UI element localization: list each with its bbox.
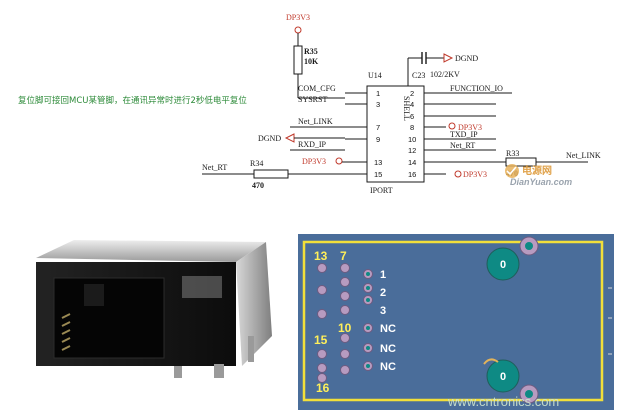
u14-left-pins: 1 3 7 9 13 15 xyxy=(345,89,382,179)
net-sysrst: SYSRST xyxy=(298,95,327,104)
pad-holes xyxy=(366,272,370,368)
dianyuan-watermark: 电源网 DianYuan.com xyxy=(505,164,572,187)
pcb-footprint: 13 7 10 15 16 1 2 3 NC NC NC 0 xyxy=(298,234,614,410)
board-outline xyxy=(302,240,604,402)
u14-ref: U14 xyxy=(368,71,382,80)
dp3v3-left-label: DP3V3 xyxy=(302,157,326,166)
mount-via-bottom xyxy=(519,384,539,404)
resistor-r35 xyxy=(293,45,303,75)
resistor-r34 xyxy=(253,169,289,179)
pin-label-nc1: NC xyxy=(380,323,396,335)
power-port-symbol xyxy=(294,26,302,34)
pcb-pads xyxy=(317,263,373,383)
schematic-diagram: 复位脚可接回MCU某管脚，在通讯异常时进行2秒低电平复位 DP3V3 R35 1… xyxy=(18,13,601,195)
pin-number: 8 xyxy=(410,123,414,132)
mount-legs xyxy=(174,336,254,378)
c23-ref: C23 xyxy=(412,71,425,80)
net-rxd-ip: RXD_IP xyxy=(298,140,327,149)
r34-ref: R34 xyxy=(250,159,263,168)
mount-hole-top: 0 xyxy=(486,247,520,281)
mount-hole-mark: 0 xyxy=(500,259,506,271)
dgnd-top-label: DGND xyxy=(455,54,478,63)
ground-arrow-icon xyxy=(443,53,454,63)
dgnd-left-label: DGND xyxy=(258,134,281,143)
pin-label-nc2: NC xyxy=(380,343,396,355)
pad-label-10: 10 xyxy=(338,321,352,335)
pin-number: 10 xyxy=(408,135,416,144)
pin-number: 13 xyxy=(374,158,382,167)
net-txd-ip: TXD_IP xyxy=(450,130,478,139)
net-link-left: Net_LINK xyxy=(298,117,333,126)
dp3v3-right-b: DP3V3 xyxy=(463,170,487,179)
pin-number: 14 xyxy=(408,158,416,167)
pin-number: 4 xyxy=(410,100,414,109)
connector-photo xyxy=(36,240,272,378)
pad-label-13: 13 xyxy=(314,249,328,263)
u14-right-pins: 2 4 6 8 10 12 14 16 xyxy=(408,89,446,179)
watermark-cn: 电源网 xyxy=(522,164,552,177)
r33-ref: R33 xyxy=(506,149,519,158)
edge-ticks xyxy=(608,287,612,355)
reset-note: 复位脚可接回MCU某管脚，在通讯异常时进行2秒低电平复位 xyxy=(18,95,247,106)
pin-number: 9 xyxy=(376,135,380,144)
mount-via-top xyxy=(519,236,539,256)
power-port-symbol xyxy=(448,122,456,130)
power-port-symbol xyxy=(335,157,343,165)
net-link-right: Net_LINK xyxy=(566,151,601,160)
shield-side xyxy=(236,242,272,366)
pin-number: 16 xyxy=(408,170,416,179)
cap-value: 102/2KV xyxy=(430,70,460,79)
pin-number: 3 xyxy=(376,100,380,109)
pad-label-15: 15 xyxy=(314,333,328,347)
pad-label-7: 7 xyxy=(340,249,347,263)
mount-hole-bottom: 0 xyxy=(486,359,520,393)
pin-number: 2 xyxy=(410,89,414,98)
jack-opening xyxy=(53,277,165,359)
pcb-background xyxy=(298,234,614,410)
ground-arrow-icon xyxy=(284,133,295,143)
iport-label: IPORT xyxy=(370,186,393,195)
pin-label-3: 3 xyxy=(380,305,386,317)
net-com-cfg: COM_CFG xyxy=(298,84,336,93)
pin-number: 6 xyxy=(410,112,414,121)
r34-value: 470 xyxy=(252,181,264,190)
pin-number: 15 xyxy=(374,170,382,179)
mount-hole-mark: 0 xyxy=(500,371,506,383)
pin-number: 7 xyxy=(376,123,380,132)
pad-label-16: 16 xyxy=(316,381,330,395)
power-port-symbol xyxy=(454,170,462,178)
jack-contacts xyxy=(61,313,71,351)
pin-number: 1 xyxy=(376,89,380,98)
cntronics-watermark: www.cntronics.com xyxy=(447,358,559,409)
latch-slot xyxy=(84,284,104,306)
r35-value: 10K xyxy=(304,57,319,66)
shield-top xyxy=(36,240,266,262)
pin-label-2: 2 xyxy=(380,287,386,299)
dp3v3-right-a: DP3V3 xyxy=(458,123,482,132)
watermark-text: www.cntronics.com xyxy=(447,394,559,409)
pin-number: 12 xyxy=(408,146,416,155)
net-function-io: FUNCTION_IO xyxy=(450,84,503,93)
pin-label-1: 1 xyxy=(380,269,386,281)
watermark-en: DianYuan.com xyxy=(510,177,572,187)
u14-body xyxy=(366,85,425,183)
pin-label-nc3: NC xyxy=(380,361,396,373)
net-rt-right: Net_RT xyxy=(450,141,475,150)
r35-ref: R35 xyxy=(304,47,318,56)
power-label-top: DP3V3 xyxy=(286,13,310,22)
net-rt-left: Net_RT xyxy=(202,163,227,172)
shield-tab xyxy=(182,276,222,298)
shell-label: SHELL xyxy=(402,96,411,121)
